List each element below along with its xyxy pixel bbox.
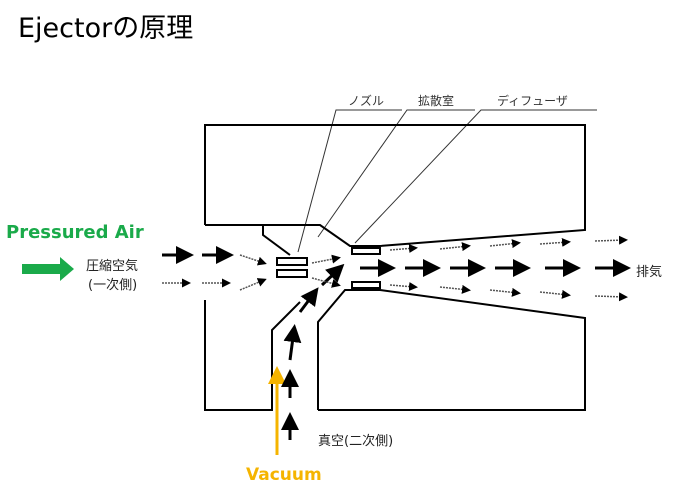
nozzle-label: ノズル bbox=[348, 94, 385, 108]
page-title: Ejectorの原理 bbox=[18, 13, 194, 44]
diffuser-label: ディフューザ bbox=[497, 94, 568, 108]
exhaust-label: 排気 bbox=[636, 265, 663, 280]
diffusion-chamber-label: 拡散室 bbox=[418, 94, 455, 108]
vacuum-label: Vacuum bbox=[246, 465, 322, 485]
hollow-flow-arrows bbox=[162, 235, 628, 302]
secondary-side-label: 真空(二次側) bbox=[318, 434, 394, 449]
pressured-air-label: Pressured Air bbox=[6, 222, 144, 243]
primary-side-label: (一次側) bbox=[88, 278, 138, 293]
compressed-air-label: 圧縮空気 bbox=[86, 259, 139, 274]
ejector-body bbox=[204, 124, 586, 411]
flow-arrows bbox=[162, 246, 631, 440]
leader-lines bbox=[297, 109, 597, 253]
pressured-air-arrow-icon bbox=[22, 257, 74, 281]
